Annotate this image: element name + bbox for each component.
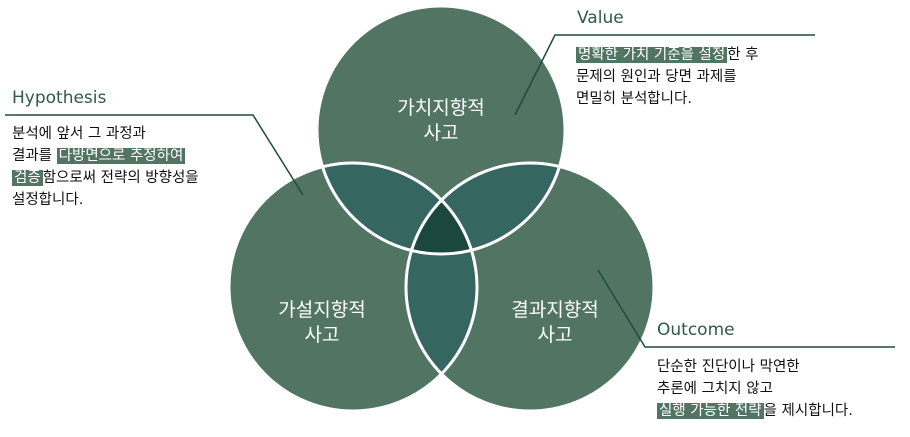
highlight-text: 실행 가능한 전략 (657, 403, 764, 419)
circle-label-line: 가치지향적 (397, 97, 485, 119)
callout-title-outcome: Outcome (657, 320, 735, 340)
text: 결과를 (12, 148, 57, 164)
circle-label-line: 사고 (304, 324, 340, 346)
callout-title-value: Value (577, 8, 624, 28)
text: 한 후 (727, 47, 759, 63)
text: 함으로써 전략의 방향성을 (42, 170, 199, 186)
leader-line-outcome (597, 269, 895, 348)
circle-label-line: 사고 (537, 324, 573, 346)
highlight-text: 명확한 가치 기준을 설정 (576, 47, 728, 63)
circle-label-hypothesis: 가설지향적 사고 (252, 298, 392, 348)
circle-label-outcome: 결과지향적 사고 (485, 298, 625, 348)
text-line: 면밀히 분석합니다. (576, 91, 692, 107)
highlight-text: 검증 (12, 170, 43, 186)
circle-label-value: 가치지향적 사고 (371, 96, 511, 146)
text-line: 단순한 진단이나 막연한 (657, 359, 800, 375)
callout-title-hypothesis: Hypothesis (12, 88, 107, 108)
overlap-value-outcome (406, 163, 565, 254)
leader-line-hypothesis (5, 114, 304, 196)
text-line: 문제의 원인과 당면 과제를 (576, 69, 737, 85)
overlap-value-hypothesis (317, 163, 477, 254)
highlight-text: 다방면으로 추정하여 (56, 148, 186, 164)
text-line: 추론에 그치지 않고 (657, 381, 773, 397)
circle-label-line: 결과지향적 (511, 299, 599, 321)
text: 을 제시합니다. (763, 403, 853, 419)
text-line: 결과를 다방면으로 추정하여 (12, 145, 199, 167)
circle-label-line: 사고 (423, 122, 459, 144)
leader-line-value (514, 34, 815, 116)
text-line: 분석에 앞서 그 과정과 (12, 126, 146, 142)
circle-label-line: 가설지향적 (278, 299, 366, 321)
text-line: 설정합니다. (12, 192, 84, 208)
